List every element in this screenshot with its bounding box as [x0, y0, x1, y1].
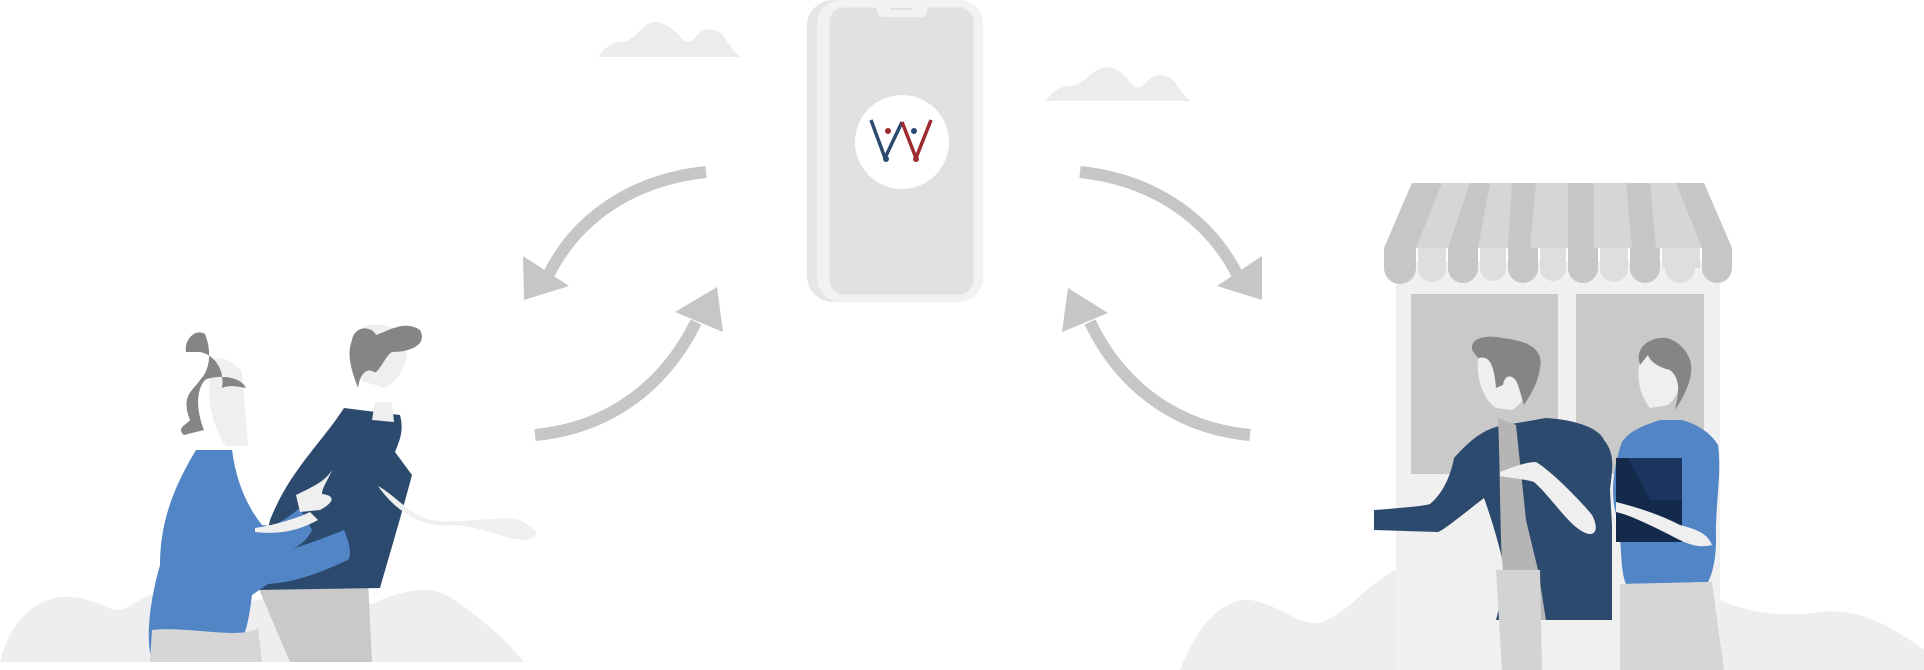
- cloud-icon: [1046, 67, 1190, 101]
- ground-left: [0, 586, 524, 662]
- cloud-icon: [598, 22, 740, 57]
- arrow-icon: [523, 166, 1262, 441]
- logo-icon: [855, 95, 949, 189]
- phone-icon: [807, 0, 983, 302]
- customer-group: [148, 324, 537, 662]
- shopkeeper-group: [1374, 336, 1724, 670]
